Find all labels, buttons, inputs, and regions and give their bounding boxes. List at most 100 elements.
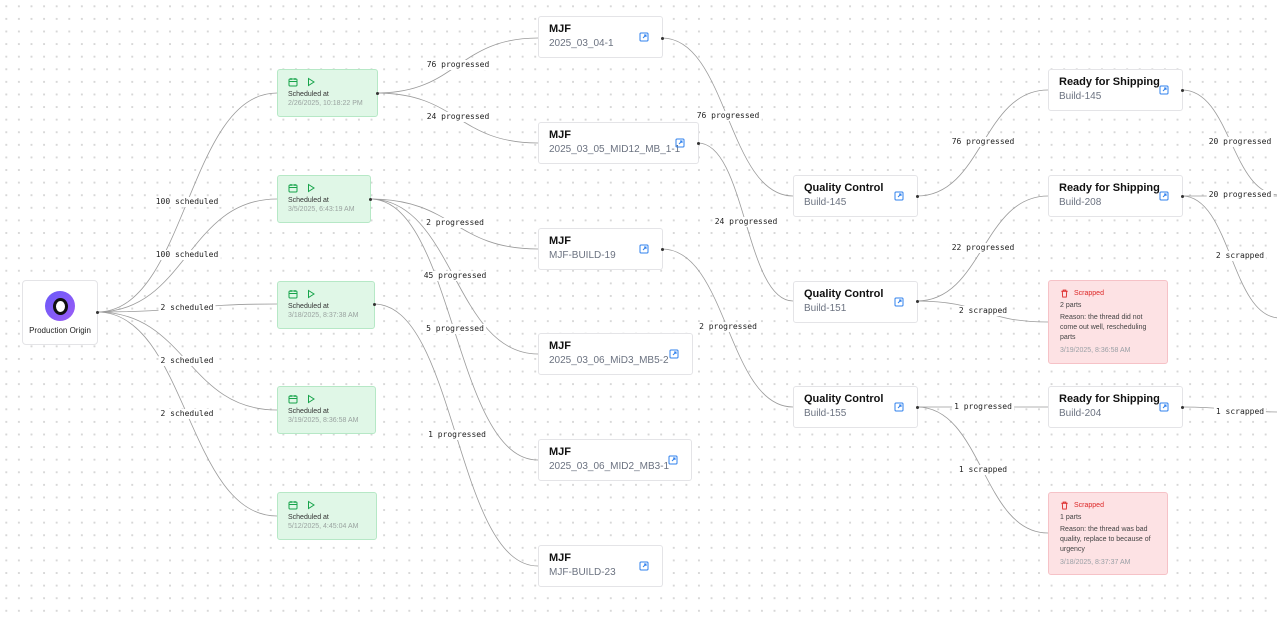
schedule-node[interactable]: Scheduled at 3/5/2025, 6:43:19 AM	[277, 175, 371, 223]
calendar-icon	[288, 184, 298, 193]
mjf-node[interactable]: MJF MJF-BUILD-23	[538, 545, 663, 587]
external-link-icon[interactable]	[639, 561, 649, 571]
schedule-node[interactable]: Scheduled at 3/18/2025, 8:37:38 AM	[277, 281, 375, 329]
connection-handle[interactable]	[372, 302, 376, 306]
schedule-label: Scheduled at	[288, 408, 329, 415]
mjf-subtitle: 2025_03_05_MID12_MB_1-1	[549, 144, 681, 155]
external-link-icon[interactable]	[894, 297, 904, 307]
schedule-node[interactable]: Scheduled at 3/19/2025, 8:36:58 AM	[277, 386, 376, 434]
play-icon[interactable]	[306, 77, 316, 87]
origin-logo-icon	[45, 290, 75, 321]
connection-handle[interactable]	[375, 91, 379, 95]
external-link-icon[interactable]	[894, 402, 904, 412]
shipping-node[interactable]: Ready for Shipping Build-145	[1048, 69, 1183, 111]
calendar-icon	[288, 78, 298, 87]
edge-label: 2 progressed	[424, 218, 486, 228]
edge-label: 1 scrapped	[956, 465, 1010, 475]
connection-handle[interactable]	[696, 141, 700, 145]
connection-handle[interactable]	[95, 310, 99, 314]
external-link-icon[interactable]	[1159, 85, 1169, 95]
qc-title: Quality Control	[804, 288, 884, 300]
edge-label: 2 scrapped	[956, 306, 1010, 316]
connection-handle[interactable]	[660, 36, 664, 40]
edge-label: 76 progressed	[694, 111, 762, 121]
edge-label: 2 scheduled	[158, 356, 216, 366]
mjf-node[interactable]: MJF 2025_03_06_MiD3_MB5-2	[538, 333, 693, 375]
edge-label: 24 progressed	[424, 112, 492, 122]
mjf-title: MJF	[549, 129, 571, 141]
external-link-icon[interactable]	[639, 244, 649, 254]
edge-label: 2 scrapped	[1213, 251, 1267, 261]
scrapped-reason: Reason: the thread did not come out well…	[1060, 314, 1147, 341]
qc-subtitle: Build-155	[804, 408, 847, 419]
edge-label: 45 progressed	[421, 271, 489, 281]
play-icon[interactable]	[306, 500, 316, 510]
edge-label: 1 scrapped	[1213, 407, 1267, 417]
connection-handle[interactable]	[660, 247, 664, 251]
scrapped-time: 3/19/2025, 8:36:58 AM	[1060, 347, 1131, 354]
scrapped-parts: 1 parts	[1060, 514, 1082, 521]
play-icon[interactable]	[306, 394, 316, 404]
connection-handle[interactable]	[915, 194, 919, 198]
mjf-subtitle: 2025_03_06_MiD3_MB5-2	[549, 355, 669, 366]
calendar-icon	[288, 290, 298, 299]
mjf-title: MJF	[549, 23, 571, 35]
external-link-icon[interactable]	[894, 191, 904, 201]
quality-control-node[interactable]: Quality Control Build-151	[793, 281, 918, 323]
connection-handle[interactable]	[1180, 194, 1184, 198]
connection-handle[interactable]	[1180, 88, 1184, 92]
external-link-icon[interactable]	[668, 455, 678, 465]
external-link-icon[interactable]	[669, 349, 679, 359]
edge-label: 5 progressed	[424, 324, 486, 334]
qc-subtitle: Build-151	[804, 303, 847, 314]
shipping-subtitle: Build-204	[1059, 408, 1102, 419]
edge-label: 76 progressed	[949, 137, 1017, 147]
mjf-title: MJF	[549, 340, 571, 352]
edge-label: 24 progressed	[712, 217, 780, 227]
scrapped-node[interactable]: Scrapped 2 parts Reason: the thread did …	[1048, 280, 1168, 364]
trash-icon	[1061, 501, 1068, 510]
mjf-title: MJF	[549, 446, 571, 458]
external-link-icon[interactable]	[1159, 191, 1169, 201]
mjf-node[interactable]: MJF 2025_03_06_MID2_MB3-1	[538, 439, 692, 481]
production-origin-node[interactable]: Production Origin	[22, 280, 98, 345]
mjf-node[interactable]: MJF 2025_03_05_MID12_MB_1-1	[538, 122, 699, 164]
scrapped-node[interactable]: Scrapped 1 parts Reason: the thread was …	[1048, 492, 1168, 575]
mjf-title: MJF	[549, 235, 571, 247]
external-link-icon[interactable]	[639, 32, 649, 42]
quality-control-node[interactable]: Quality Control Build-145	[793, 175, 918, 217]
mjf-title: MJF	[549, 552, 571, 564]
connection-handle[interactable]	[915, 405, 919, 409]
edge-label: 100 scheduled	[153, 197, 221, 207]
schedule-time: 3/19/2025, 8:36:58 AM	[288, 417, 359, 424]
mjf-node[interactable]: MJF 2025_03_04-1	[538, 16, 663, 58]
scrapped-time: 3/18/2025, 8:37:37 AM	[1060, 559, 1131, 566]
quality-control-node[interactable]: Quality Control Build-155	[793, 386, 918, 428]
play-icon[interactable]	[306, 183, 316, 193]
qc-subtitle: Build-145	[804, 197, 847, 208]
shipping-node[interactable]: Ready for Shipping Build-208	[1048, 175, 1183, 217]
external-link-icon[interactable]	[675, 138, 685, 148]
shipping-node[interactable]: Ready for Shipping Build-204	[1048, 386, 1183, 428]
schedule-node[interactable]: Scheduled at 5/12/2025, 4:45:04 AM	[277, 492, 377, 540]
connection-handle[interactable]	[1180, 405, 1184, 409]
schedule-node[interactable]: Scheduled at 2/26/2025, 10:18:22 PM	[277, 69, 378, 117]
edge-label: 1 progressed	[952, 402, 1014, 412]
shipping-title: Ready for Shipping	[1059, 76, 1160, 88]
mjf-node[interactable]: MJF MJF-BUILD-19	[538, 228, 663, 270]
connection-handle[interactable]	[368, 197, 372, 201]
scrapped-parts: 2 parts	[1060, 302, 1082, 309]
edge-label: 2 scheduled	[158, 409, 216, 419]
external-link-icon[interactable]	[1159, 402, 1169, 412]
schedule-label: Scheduled at	[288, 303, 329, 310]
connection-handle[interactable]	[915, 299, 919, 303]
shipping-subtitle: Build-145	[1059, 91, 1102, 102]
edge-label: 22 progressed	[949, 243, 1017, 253]
origin-label: Production Origin	[29, 325, 91, 335]
schedule-time: 5/12/2025, 4:45:04 AM	[288, 523, 359, 530]
schedule-time: 2/26/2025, 10:18:22 PM	[288, 100, 363, 107]
calendar-icon	[288, 501, 298, 510]
edge-label: 2 scheduled	[158, 303, 216, 313]
scrapped-status: Scrapped	[1074, 502, 1104, 509]
play-icon[interactable]	[306, 289, 316, 299]
